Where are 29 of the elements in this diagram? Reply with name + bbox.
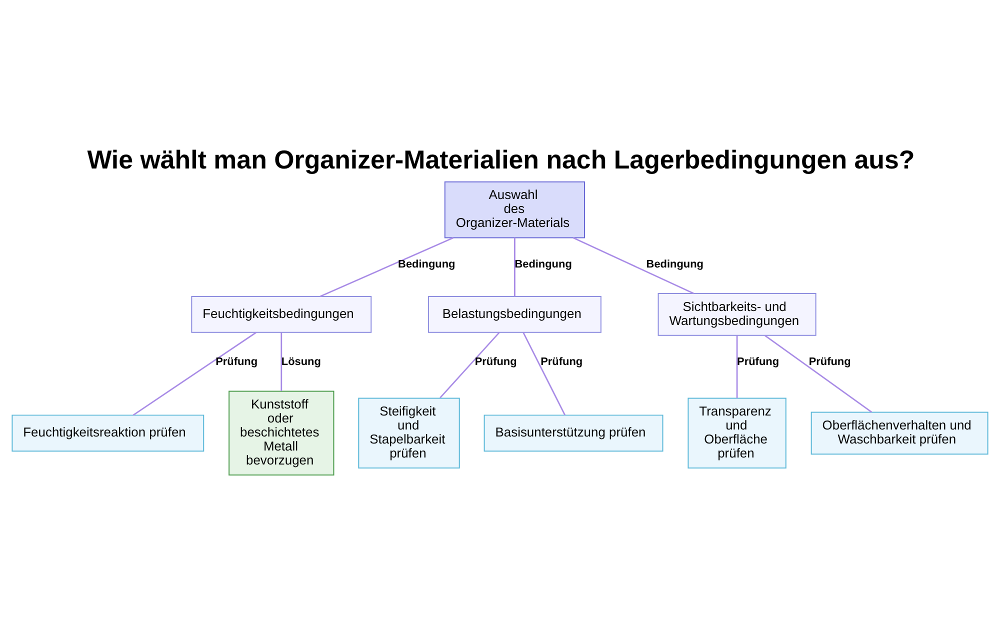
node-box: Feuchtigkeitsbedingungen <box>191 296 372 332</box>
connector <box>572 236 694 294</box>
edge-label: Prüfung <box>540 356 583 368</box>
node-box: Transparenz und Oberfläche prüfen <box>688 397 786 468</box>
node-box: Auswahl des Organizer-Materials <box>444 180 585 238</box>
edge-label: Bedingung <box>398 258 456 270</box>
node-box: Steifigkeit und Stapelbarkeit prüfen <box>358 397 460 468</box>
edge-label: Lösung <box>281 356 321 368</box>
node-box: Belastungsbedingungen <box>428 296 602 332</box>
connector <box>440 331 500 398</box>
node-box: Oberflächenverhalten und Waschbarkeit prüfen <box>810 411 988 454</box>
connector <box>736 335 738 398</box>
diagram-title: Wie wählt man Organizer-Materialien nach Lagerbedingungen aus? <box>87 146 915 174</box>
connector <box>320 236 454 297</box>
connector <box>280 332 282 390</box>
edge-label: Prüfung <box>808 356 851 368</box>
node-box: Feuchtigkeitsreaktion prüfen <box>12 414 204 452</box>
edge-label: Prüfung <box>474 356 517 368</box>
edge-label: Bedingung <box>646 258 704 270</box>
node-box: Basisunterstützung prüfen <box>484 414 664 452</box>
connector <box>132 331 257 416</box>
node-box: Kunststoff oder beschichtetes Metall bevorzugen <box>228 390 334 475</box>
connector <box>522 332 566 415</box>
node-box: Sichtbarkeits- und Wartungsbedingungen <box>658 292 816 336</box>
edge-label: Prüfung <box>216 356 258 368</box>
edge-label: Bedingung <box>514 258 572 270</box>
edge-label: Prüfung <box>737 356 780 368</box>
connector <box>764 334 872 412</box>
connector <box>514 237 516 296</box>
